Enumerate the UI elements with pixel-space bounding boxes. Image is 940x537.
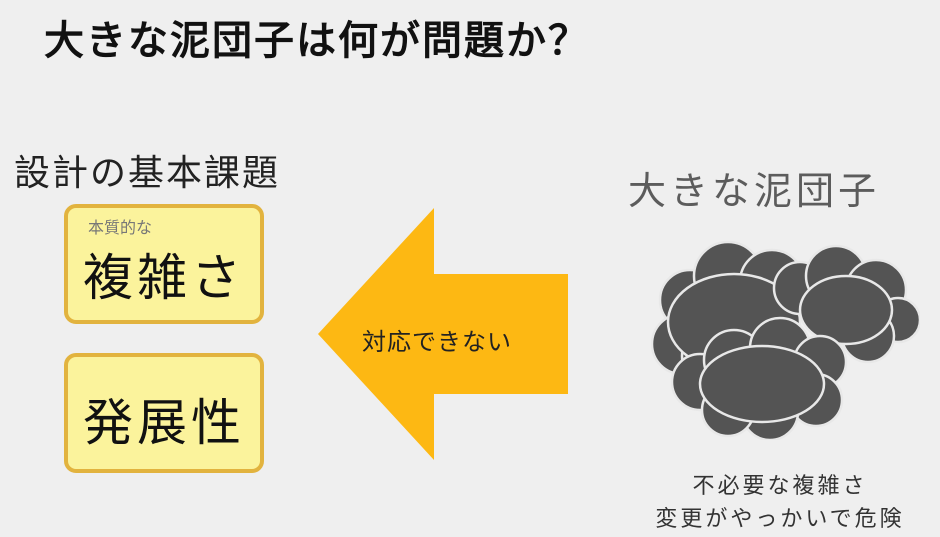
- box-complexity: 本質的な 複雑さ: [64, 204, 264, 324]
- box-complexity-small-label: 本質的な: [88, 218, 153, 237]
- dark-cloud-icon: [650, 240, 920, 440]
- caption-unnecessary-complexity: 不必要な複雑さ: [692, 474, 868, 499]
- left-arrow-icon: [318, 208, 568, 460]
- caption-risky-changes: 変更がやっかいで危険: [655, 507, 905, 532]
- mud-ball-heading: 大きな泥団子: [628, 169, 881, 213]
- slide-title: 大きな泥団子は何が問題か？: [44, 18, 590, 64]
- box-evolvability-label: 発展性: [83, 394, 245, 452]
- box-evolvability: 発展性: [64, 353, 264, 473]
- box-complexity-label: 複雑さ: [83, 249, 245, 307]
- arrow-label: 対応できない: [362, 328, 512, 356]
- section-heading-design-issues: 設計の基本課題: [14, 153, 281, 194]
